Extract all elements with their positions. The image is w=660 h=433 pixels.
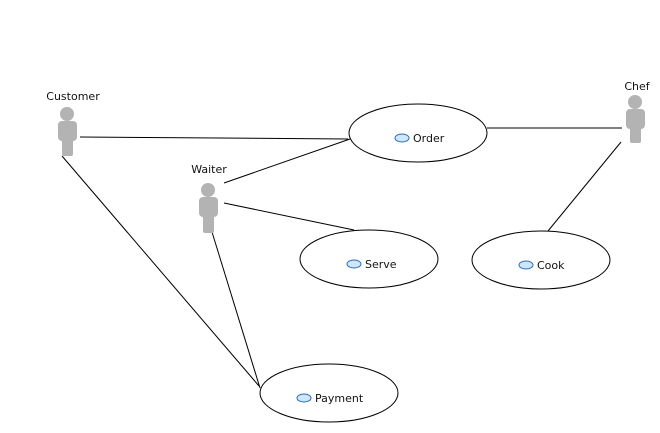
association-chef-cook [547,141,622,232]
association-customer-order [79,136,349,140]
use-case-icon [394,133,410,143]
use-case-icon [518,260,534,270]
actor-icon [626,95,645,143]
use-case-cook: Cook [471,230,611,290]
association-waiter-order [223,138,351,184]
association-waiter-serve [223,202,355,231]
association-customer-payment [61,155,260,387]
use-case-serve: Serve [299,229,439,289]
actor-icon [199,183,218,233]
actor-waiter: Waiter [191,163,227,233]
use-case-label-serve: Serve [365,258,397,271]
use-case-label-order: Order [413,132,445,145]
actor-label-waiter: Waiter [191,163,227,176]
association-waiter-payment [211,231,261,389]
use-case-icon [296,393,312,403]
associations [61,127,622,389]
use-case-icon [346,259,362,269]
use-case-ellipse [259,363,399,423]
use-case-payment: Payment [259,363,399,423]
actor-customer: Customer [46,90,100,156]
actor-icon [58,107,77,156]
use-case-label-cook: Cook [537,259,565,272]
use-case-ellipse [348,103,488,163]
use-case-order: Order [348,103,488,163]
use-case-ellipse [471,230,611,290]
use-case-ellipse [299,229,439,289]
actor-chef: Chef [624,80,651,143]
actor-label-chef: Chef [624,80,650,93]
actor-label-customer: Customer [46,90,100,103]
use-case-label-payment: Payment [315,392,364,405]
